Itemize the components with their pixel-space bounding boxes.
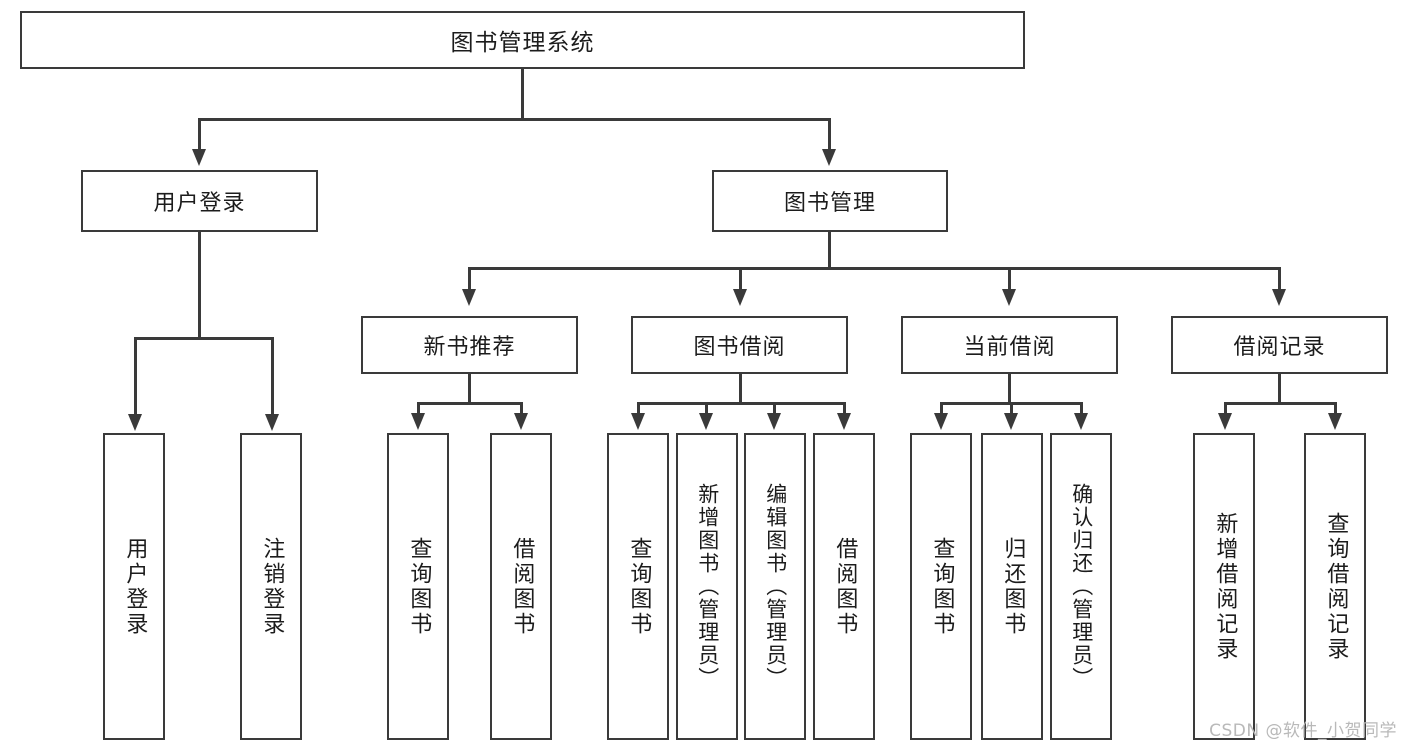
leaf-user-login[interactable]: 用户登录 <box>103 433 165 740</box>
node-label: 图书管理系统 <box>450 30 595 56</box>
connector-book-borrow-child-1 <box>637 402 640 415</box>
connector-book-manage-to-borrow-record <box>1278 267 1281 291</box>
leaf-label: 确认归还（管理员） <box>1069 483 1094 690</box>
arrowhead-leaf-bb-borrow-book <box>837 413 851 430</box>
connector-user-login-child-1 <box>134 337 137 416</box>
arrowhead-new-book-recommend <box>462 289 476 306</box>
leaf-label: 新增图书（管理员） <box>695 483 720 690</box>
arrowhead-leaf-br-query-record <box>1328 413 1342 430</box>
connector-root-bus <box>198 118 830 121</box>
connector-new-book-stem <box>468 374 471 403</box>
connector-book-manage-stem <box>828 232 831 269</box>
connector-new-book-child-2 <box>520 402 523 415</box>
arrowhead-borrow-record <box>1272 289 1286 306</box>
leaf-label: 查询图书 <box>929 536 955 637</box>
connector-borrow-record-child-1 <box>1224 402 1227 415</box>
node-label: 借阅记录 <box>1233 335 1326 360</box>
leaf-cb-confirm-return[interactable]: 确认归还（管理员） <box>1050 433 1112 740</box>
arrowhead-leaf-br-add-record <box>1218 413 1232 430</box>
leaf-bb-borrow-book[interactable]: 借阅图书 <box>813 433 875 740</box>
leaf-label: 注销登录 <box>259 536 285 637</box>
connector-borrow-record-child-2 <box>1334 402 1337 415</box>
connector-book-borrow-child-4 <box>843 402 846 415</box>
connector-user-login-bus <box>134 337 273 340</box>
connector-root-to-user-login <box>198 118 201 151</box>
connector-book-manage-to-new-book <box>468 267 471 291</box>
leaf-logout[interactable]: 注销登录 <box>240 433 302 740</box>
leaf-br-add-record[interactable]: 新增借阅记录 <box>1193 433 1255 740</box>
connector-borrow-record-stem <box>1278 374 1281 403</box>
connector-root-stem <box>521 69 524 119</box>
connector-root-to-book-manage <box>828 118 831 151</box>
node-label: 新书推荐 <box>423 335 516 360</box>
node-book-borrow[interactable]: 图书借阅 <box>631 316 848 374</box>
arrowhead-leaf-nb-borrow-book <box>514 413 528 430</box>
connector-user-login-child-2 <box>271 337 274 416</box>
leaf-label: 借阅图书 <box>509 536 535 637</box>
connector-new-book-child-1 <box>417 402 420 415</box>
arrowhead-user-login <box>192 149 206 166</box>
connector-new-book-bus <box>417 402 522 405</box>
connector-current-borrow-child-2 <box>1010 402 1013 415</box>
node-borrow-record[interactable]: 借阅记录 <box>1171 316 1388 374</box>
arrowhead-current-borrow <box>1002 289 1016 306</box>
leaf-br-query-record[interactable]: 查询借阅记录 <box>1304 433 1366 740</box>
connector-current-borrow-child-3 <box>1080 402 1083 415</box>
leaf-nb-borrow-book[interactable]: 借阅图书 <box>490 433 552 740</box>
connector-current-borrow-child-1 <box>940 402 943 415</box>
leaf-label: 用户登录 <box>122 536 148 637</box>
node-new-book-recommend[interactable]: 新书推荐 <box>361 316 578 374</box>
connector-book-borrow-bus <box>637 402 845 405</box>
node-book-manage[interactable]: 图书管理 <box>712 170 948 232</box>
connector-user-login-stem <box>198 232 201 338</box>
connector-book-manage-bus <box>468 267 1280 270</box>
connector-book-borrow-stem <box>739 374 742 403</box>
node-label: 用户登录 <box>153 191 246 216</box>
leaf-label: 查询图书 <box>406 536 432 637</box>
node-current-borrow[interactable]: 当前借阅 <box>901 316 1118 374</box>
leaf-nb-query-book[interactable]: 查询图书 <box>387 433 449 740</box>
node-user-login[interactable]: 用户登录 <box>81 170 318 232</box>
arrowhead-leaf-bb-add-book <box>699 413 713 430</box>
arrowhead-leaf-bb-query-book <box>631 413 645 430</box>
arrowhead-leaf-cb-return-book <box>1004 413 1018 430</box>
arrowhead-leaf-logout <box>265 414 279 431</box>
node-label: 当前借阅 <box>963 335 1056 360</box>
leaf-label: 借阅图书 <box>832 536 858 637</box>
arrowhead-leaf-bb-edit-book <box>767 413 781 430</box>
node-label: 图书管理 <box>783 191 876 216</box>
connector-book-manage-to-current-borrow <box>1008 267 1011 291</box>
node-label: 图书借阅 <box>693 335 786 360</box>
arrowhead-leaf-user-login <box>128 414 142 431</box>
leaf-label: 归还图书 <box>1000 536 1026 637</box>
leaf-bb-query-book[interactable]: 查询图书 <box>607 433 669 740</box>
arrowhead-leaf-cb-confirm-return <box>1074 413 1088 430</box>
leaf-label: 编辑图书（管理员） <box>763 483 788 690</box>
node-root-system[interactable]: 图书管理系统 <box>20 11 1025 69</box>
arrowhead-book-manage <box>822 149 836 166</box>
connector-book-borrow-child-3 <box>773 402 776 415</box>
arrowhead-leaf-nb-query-book <box>411 413 425 430</box>
connector-borrow-record-bus <box>1224 402 1336 405</box>
connector-current-borrow-stem <box>1008 374 1011 403</box>
leaf-label: 查询借阅记录 <box>1323 511 1349 662</box>
leaf-cb-return-book[interactable]: 归还图书 <box>981 433 1043 740</box>
arrowhead-book-borrow <box>733 289 747 306</box>
leaf-bb-edit-book[interactable]: 编辑图书（管理员） <box>744 433 806 740</box>
leaf-bb-add-book[interactable]: 新增图书（管理员） <box>676 433 738 740</box>
connector-book-borrow-child-2 <box>705 402 708 415</box>
leaf-label: 查询图书 <box>626 536 652 637</box>
connector-book-manage-to-book-borrow <box>739 267 742 291</box>
leaf-cb-query-book[interactable]: 查询图书 <box>910 433 972 740</box>
arrowhead-leaf-cb-query-book <box>934 413 948 430</box>
leaf-label: 新增借阅记录 <box>1212 511 1238 662</box>
